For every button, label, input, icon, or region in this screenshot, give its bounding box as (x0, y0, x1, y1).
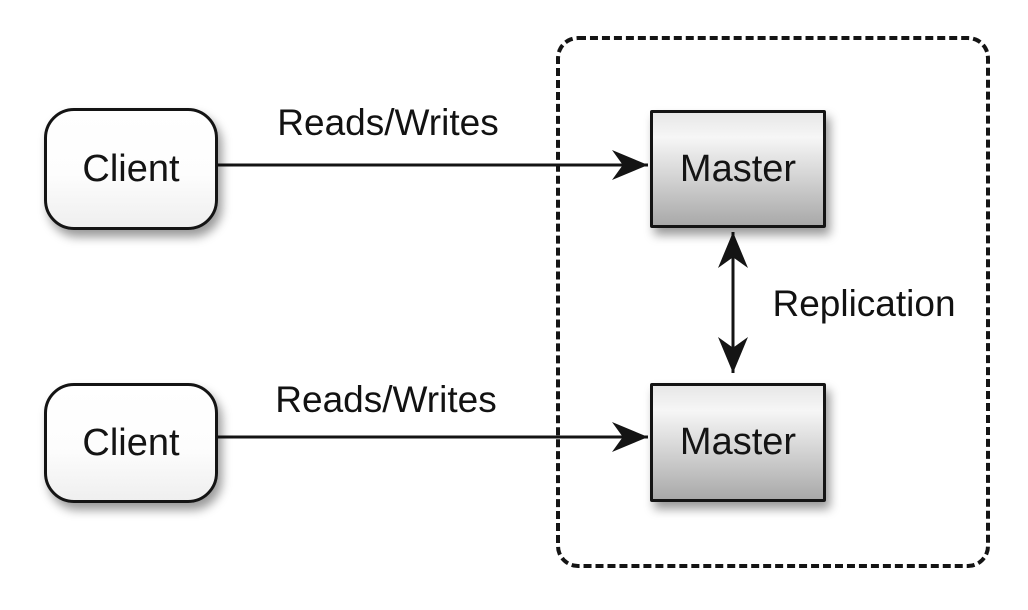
replication-label: Replication (772, 283, 956, 324)
client-node-bottom: Client (44, 383, 218, 503)
master-node-bottom: Master (650, 383, 826, 502)
replication-cluster-boundary (556, 36, 990, 568)
master-node-top-label: Master (679, 147, 797, 190)
client-node-top-label: Client (82, 147, 180, 190)
master-node-top: Master (650, 110, 826, 228)
client-node-top: Client (44, 108, 218, 230)
master-node-bottom-label: Master (679, 421, 797, 463)
reads-writes-label-bottom: Reads/Writes (275, 379, 497, 420)
reads-writes-label-top: Reads/Writes (277, 102, 499, 143)
client-node-bottom-label: Client (82, 421, 180, 464)
